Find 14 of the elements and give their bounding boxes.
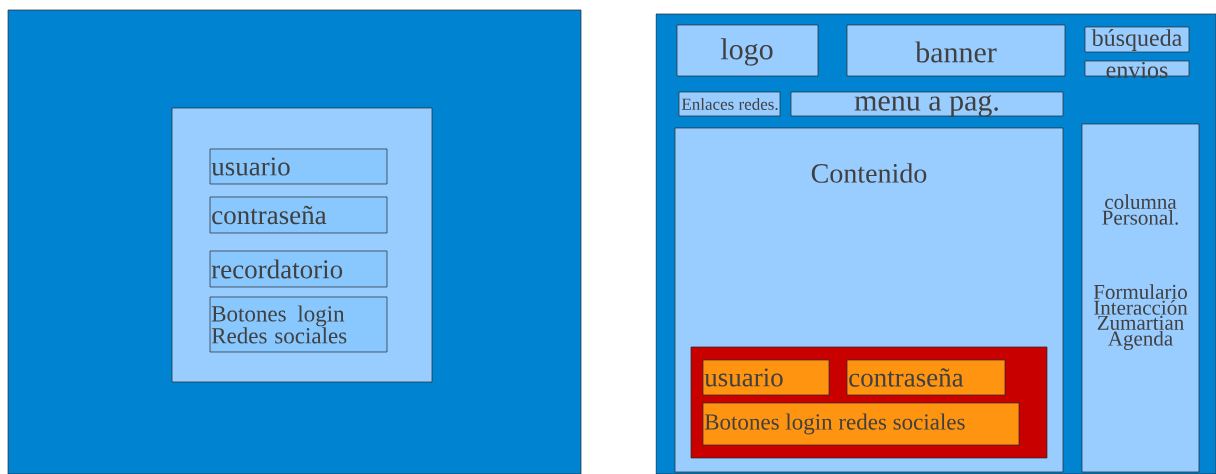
input-field: contraseña (846, 359, 1006, 396)
banner-box: banner (846, 24, 1066, 77)
input-field: recordatorio (209, 250, 388, 288)
shipping-box: envios (1084, 60, 1190, 79)
button-area: Botones login Redes sociales (209, 296, 388, 353)
menu-bar: menu a pag. (790, 91, 1064, 117)
input-field: usuario (702, 359, 830, 396)
social-links-box: Enlaces redes. (678, 91, 781, 117)
placeholder-box: logo (676, 24, 819, 77)
input-field: contraseña (209, 196, 388, 234)
search-box: búsqueda (1084, 26, 1190, 53)
input-field: usuario (209, 148, 388, 185)
side-column: columna Personal. Formulario Interacción Zumartian Agenda (1081, 123, 1200, 473)
button-area: Botones login redes sociales (702, 402, 1020, 446)
